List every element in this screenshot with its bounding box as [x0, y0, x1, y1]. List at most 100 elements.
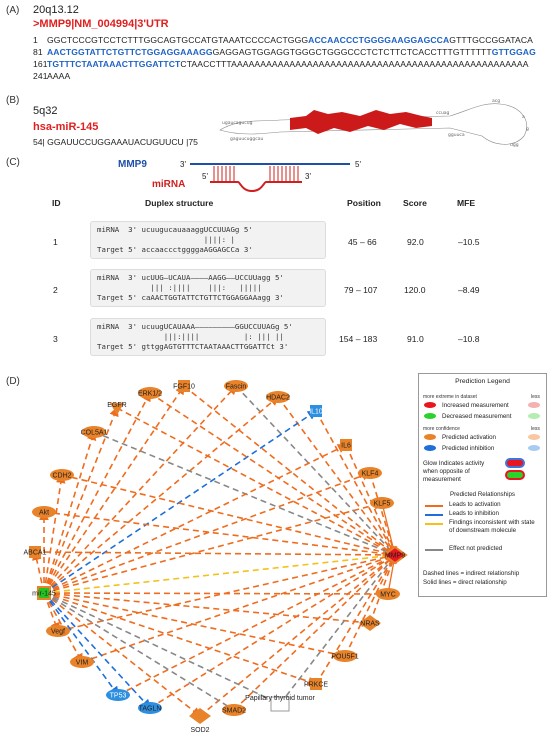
duplex-box-2: miRNA 3' ucUUG–UCAUA––––AAGG––UCCUUagg 5… [90, 269, 326, 307]
panel-b-title: hsa-miR-145 [33, 121, 99, 133]
panel-d-label: (D) [6, 376, 20, 387]
sequence-segment: GGCTCCCGTCCTCTTTGGCAGTGCCATGTAAATCCCCACT… [47, 35, 309, 45]
node-klf5: KLF5 [370, 497, 394, 509]
svg-text:ugg: ugg [510, 143, 519, 148]
network-edge [117, 554, 397, 696]
node-label: ABCA1 [24, 550, 47, 557]
col-duplex: Duplex structure [145, 198, 214, 208]
network-edge [43, 592, 347, 660]
hairpin-structure: ugaucagucug gaguucuggcau ccuag gguuca ac… [219, 99, 529, 148]
legend-findings: Findings inconsistent with state of down… [449, 519, 535, 534]
network-edge [344, 553, 396, 657]
node-akt: Akt [32, 506, 56, 518]
mirna-sequence: 54| GGAUUCCUGGAAAUACUGUUCU |75 [33, 137, 198, 147]
sequence-segment: AAAA [47, 71, 71, 81]
node-abca1: ABCA1 [24, 546, 47, 558]
col-id: ID [52, 198, 61, 208]
legend-more-confidence: more confidence [423, 426, 460, 432]
network-edge [381, 502, 398, 557]
schematic-bottom-label: miRNA [152, 179, 185, 190]
legend-less-1: less [531, 394, 540, 400]
network-edge [43, 444, 348, 594]
glow-swatch-red [507, 460, 523, 466]
inhibition-line [425, 514, 443, 516]
node-label: SOD2 [190, 727, 209, 734]
node-label: PRKCE [304, 682, 328, 689]
network-edge [43, 554, 396, 594]
network-edge [43, 592, 152, 710]
node-label: mir-145 [32, 591, 56, 598]
legend-dashed: Dashed lines = indirect relationship [423, 570, 520, 577]
svg-text:g: g [526, 127, 529, 132]
row-1-id: 1 [53, 237, 58, 247]
panel-b-locus: 5q32 [33, 105, 58, 117]
node-erk1-2: ERK1/2 [138, 387, 162, 399]
glow-swatch-green [507, 472, 523, 478]
svg-text:ugaucagucug: ugaucagucug [222, 121, 253, 126]
network-edge [43, 592, 281, 705]
network-edge [43, 473, 66, 594]
network-edge [149, 392, 397, 556]
sequence-segment: CTAACCTTTAAAAAAAAAAAAAAAAAAAAAAAAAAAAAAA… [180, 59, 529, 69]
network-edge [369, 472, 398, 557]
network-edge [199, 553, 397, 717]
row-1-mfe: –10.5 [458, 237, 480, 247]
col-mfe: MFE [457, 198, 476, 208]
network-edge [149, 554, 397, 709]
binding-site-segment: ACCAACCCTGGGGAAGGAGCCA [308, 35, 450, 45]
node-label: Fascin [226, 384, 247, 391]
sequence-line: 241AAAA [33, 71, 545, 83]
node-fascin: Fascin [224, 380, 248, 392]
row-1-score: 92.0 [407, 237, 424, 247]
legend-less-2: less [531, 426, 540, 432]
row-3-mfe: –10.8 [458, 334, 480, 344]
node-egfr: EGFR [107, 402, 127, 415]
panel-b-label: (B) [6, 95, 20, 106]
node-label: HDAC2 [266, 395, 290, 402]
network-edge [57, 552, 397, 632]
network-edge [315, 553, 396, 685]
network-edge [43, 592, 202, 717]
row-2-id: 2 [53, 285, 58, 295]
network-edge [81, 553, 397, 663]
node-label: VIM [76, 660, 89, 667]
node-hdac2: HDAC2 [266, 391, 290, 403]
network-edge [43, 592, 318, 687]
node-mmp9: MMP9 [382, 545, 408, 565]
col-position: Position [347, 198, 381, 208]
legend-more-extreme: more extreme in dataset [423, 394, 477, 400]
sequence-line-number: 241 [33, 71, 48, 81]
network-edge [43, 395, 280, 594]
node-label: CDH2 [52, 473, 71, 480]
panel-a-locus: 20q13.12 [33, 4, 79, 16]
node-label: FGF10 [173, 384, 195, 391]
sequence-line-number: 161 [33, 59, 48, 69]
svg-text:gguuca: gguuca [448, 133, 465, 138]
node-sod2: SOD2 [189, 708, 211, 734]
network-edge [61, 474, 397, 558]
sequence-segment: GTTTGCCGGATACA [449, 35, 533, 45]
node-il10: IL10 [309, 405, 323, 417]
row-2-mfe: –8.49 [458, 285, 480, 295]
increased-swatch [424, 402, 436, 408]
network-edge [43, 410, 318, 594]
network-edge [43, 384, 238, 594]
network-edge [43, 592, 235, 711]
node-label: TAGLN [139, 706, 162, 713]
node-vegf: Vegf [46, 625, 70, 637]
row-3-id: 3 [53, 334, 58, 344]
node-col5a1: COL5A1 [81, 426, 108, 438]
schematic-top-label: MMP9 [118, 159, 147, 170]
node-pou5f1: POU5F1 [331, 650, 359, 662]
panel-a-label: (A) [6, 5, 20, 16]
duplex-box-1: miRNA 3' ucuugucauaaaggUCCUUAGg 5' ||||:… [90, 221, 326, 259]
inhibition-less-swatch [528, 445, 540, 451]
schematic-5prime-top: 5' [355, 160, 361, 169]
node-label: IL6 [341, 443, 351, 450]
inhibition-swatch [424, 445, 436, 451]
legend-title: Prediction Legend [455, 378, 510, 385]
node-label: MMP9 [385, 553, 405, 560]
node-label: KLF4 [362, 471, 379, 478]
